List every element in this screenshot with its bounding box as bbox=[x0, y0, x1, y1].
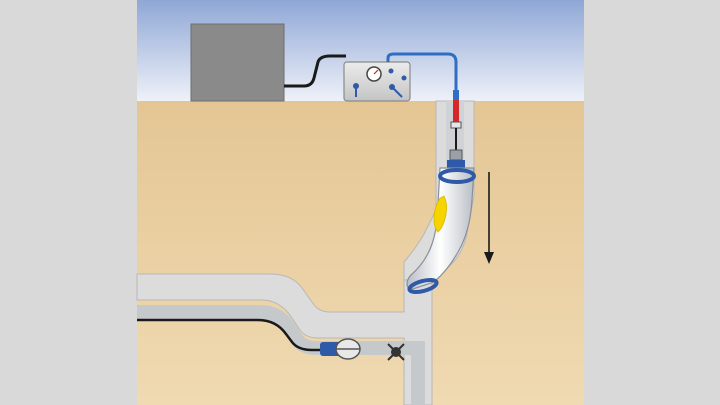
pressure-gauge-icon bbox=[366, 66, 382, 82]
inspection-cable bbox=[137, 318, 332, 352]
ground bbox=[137, 101, 584, 405]
lowering-direction-arrow bbox=[484, 172, 494, 264]
lateral-cutter-robot bbox=[387, 343, 405, 361]
valve-handle-icon bbox=[353, 68, 407, 98]
hose-connector bbox=[450, 90, 462, 150]
resin-patch bbox=[433, 195, 448, 233]
supply-hose bbox=[386, 52, 458, 90]
pressure-box bbox=[343, 61, 411, 102]
control-unit bbox=[190, 23, 285, 102]
inspection-camera bbox=[320, 338, 361, 360]
packer-head bbox=[447, 149, 465, 168]
control-cable bbox=[284, 54, 346, 88]
